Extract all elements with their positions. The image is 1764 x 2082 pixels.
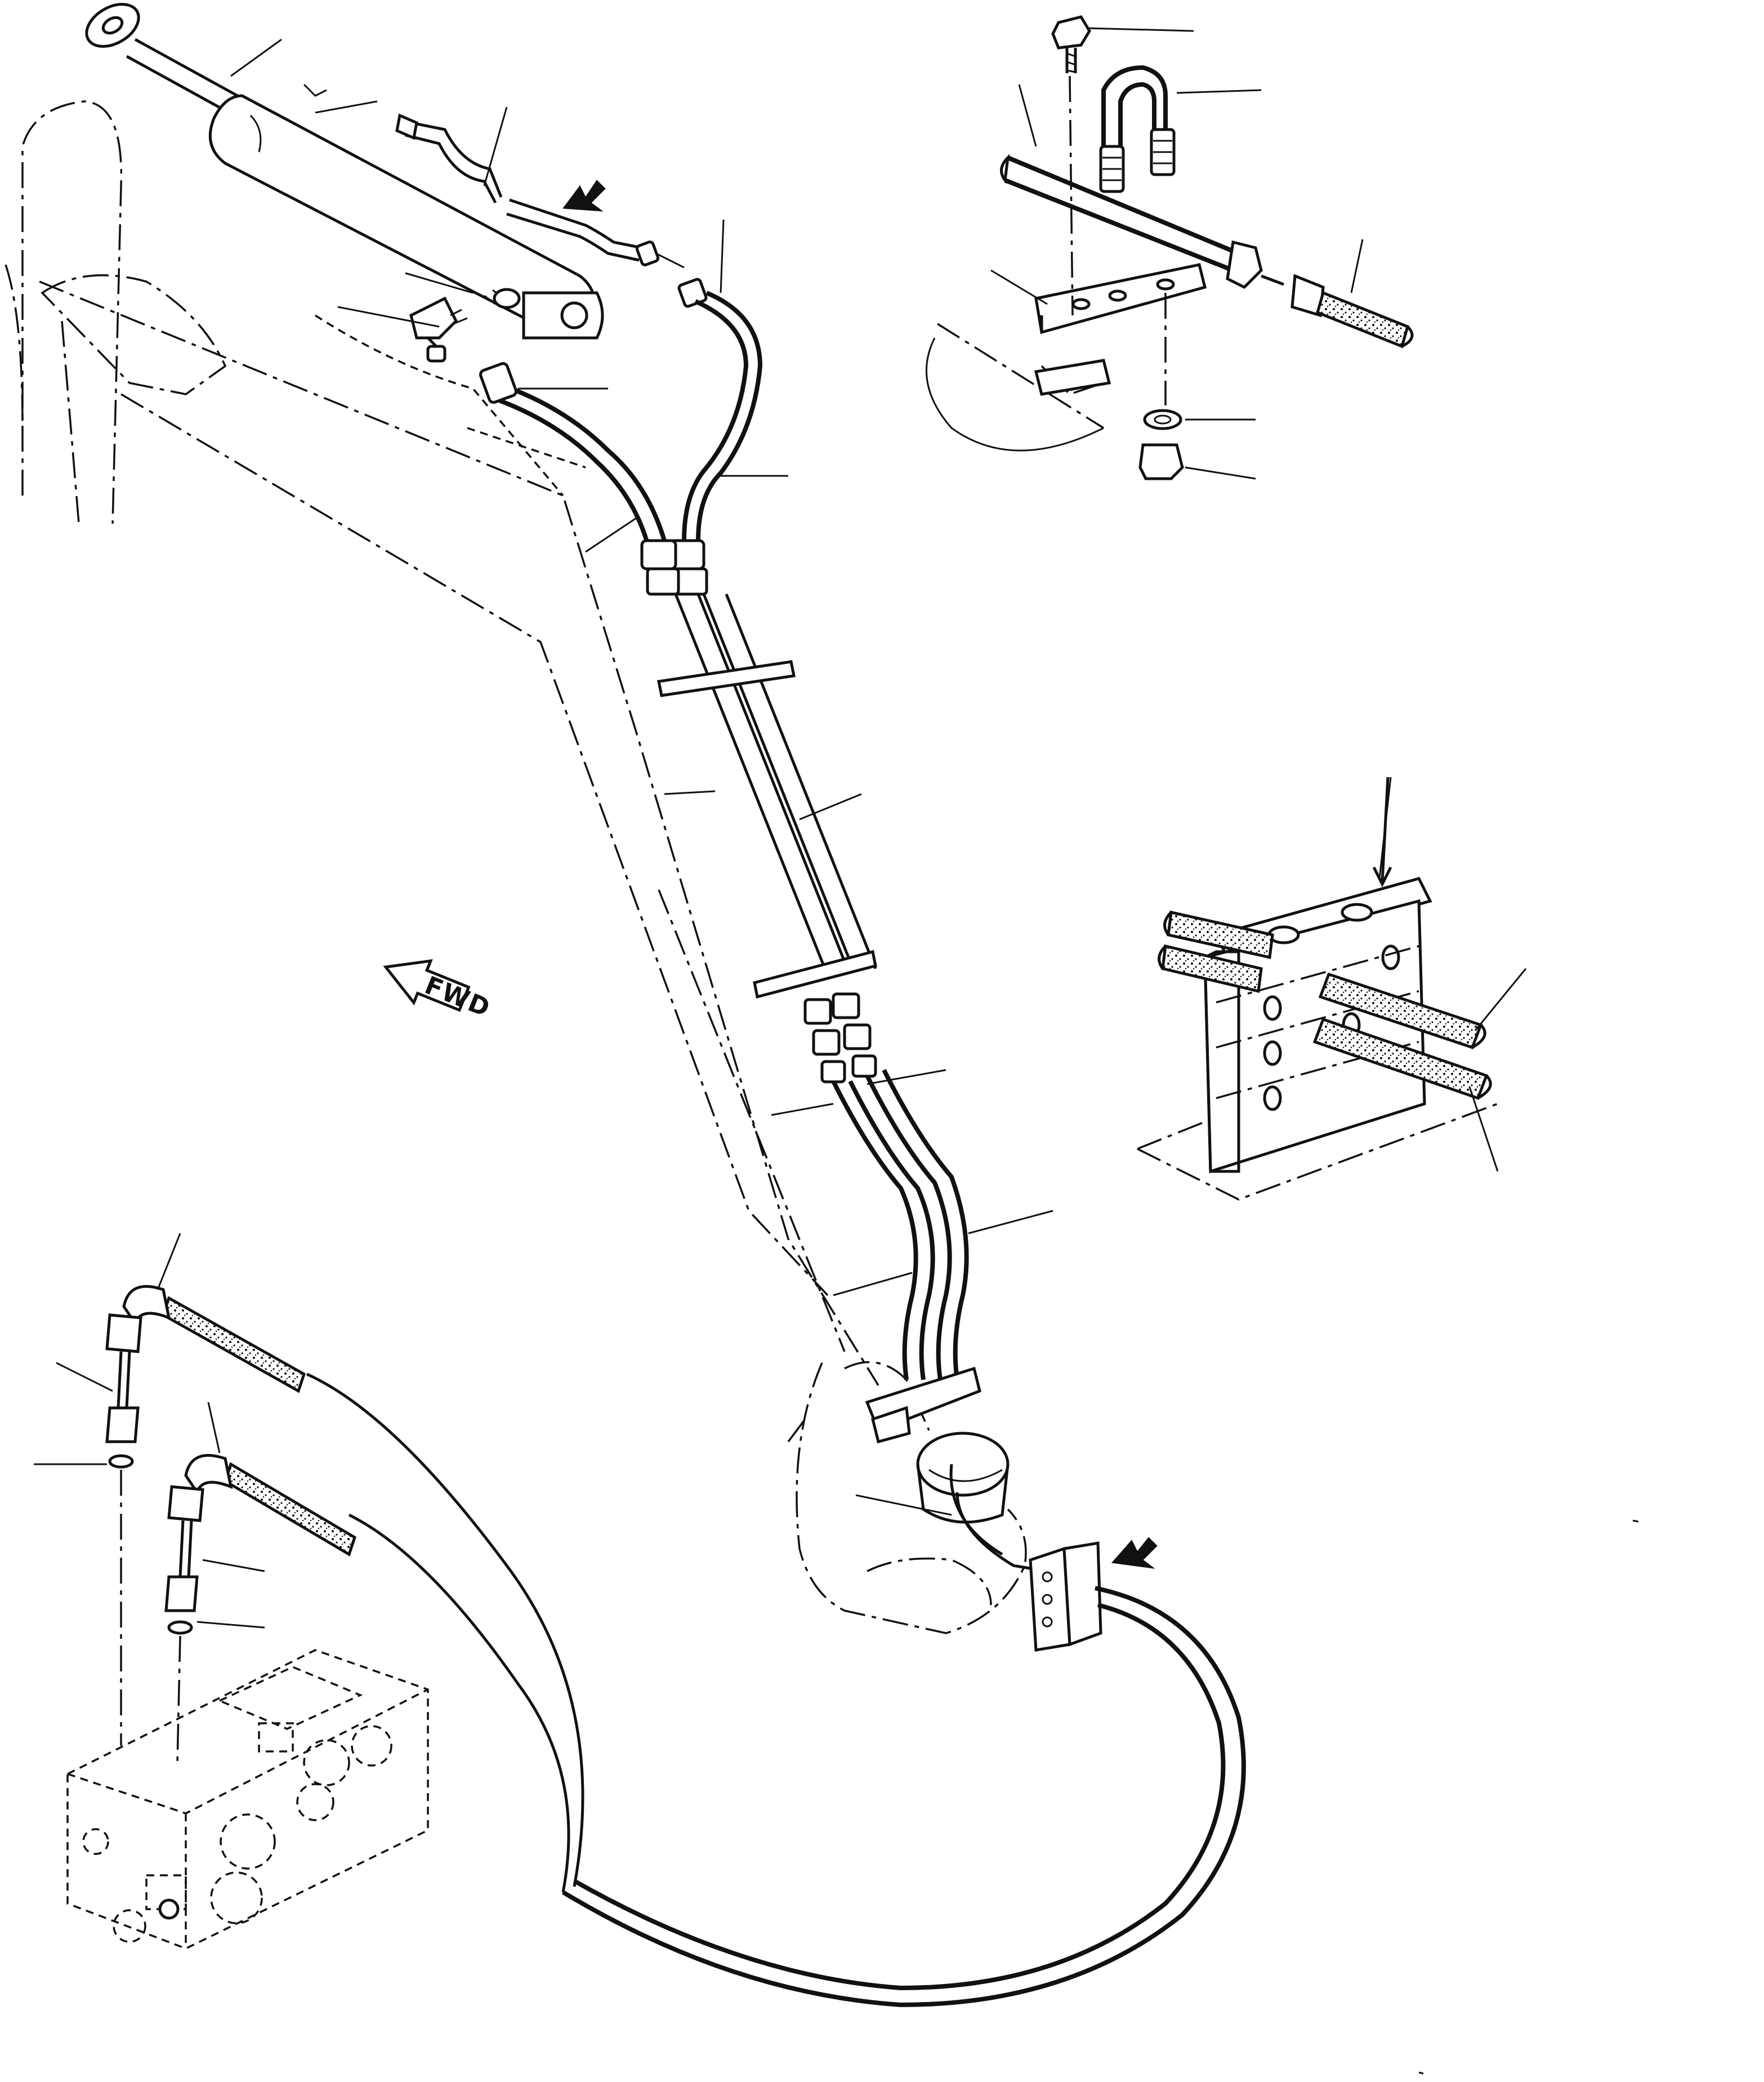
supply-hoses-to-valve xyxy=(105,1285,584,1893)
attention-arrow-icon xyxy=(1111,1537,1158,1569)
fwd-direction-marker: FWD xyxy=(383,959,495,1023)
swing-base xyxy=(916,1432,1048,1573)
callout-arrows xyxy=(562,180,1392,1569)
fwd-label: FWD xyxy=(421,971,494,1023)
inset-u-bolt-clamp xyxy=(925,15,1414,480)
inset-grommet-block xyxy=(1137,877,1498,1201)
boom-outline xyxy=(5,100,1027,1634)
grommet-block-small xyxy=(561,1541,1246,2008)
control-valve-phantom xyxy=(66,1649,429,1950)
forward-direction-arrow-icon xyxy=(383,959,471,1012)
attention-arrow-icon xyxy=(1372,777,1392,888)
boom-steel-pipes xyxy=(395,113,708,363)
attention-arrow-icon xyxy=(562,180,606,212)
boom-cylinder xyxy=(85,3,604,340)
hose-pair-boom xyxy=(479,291,981,1444)
